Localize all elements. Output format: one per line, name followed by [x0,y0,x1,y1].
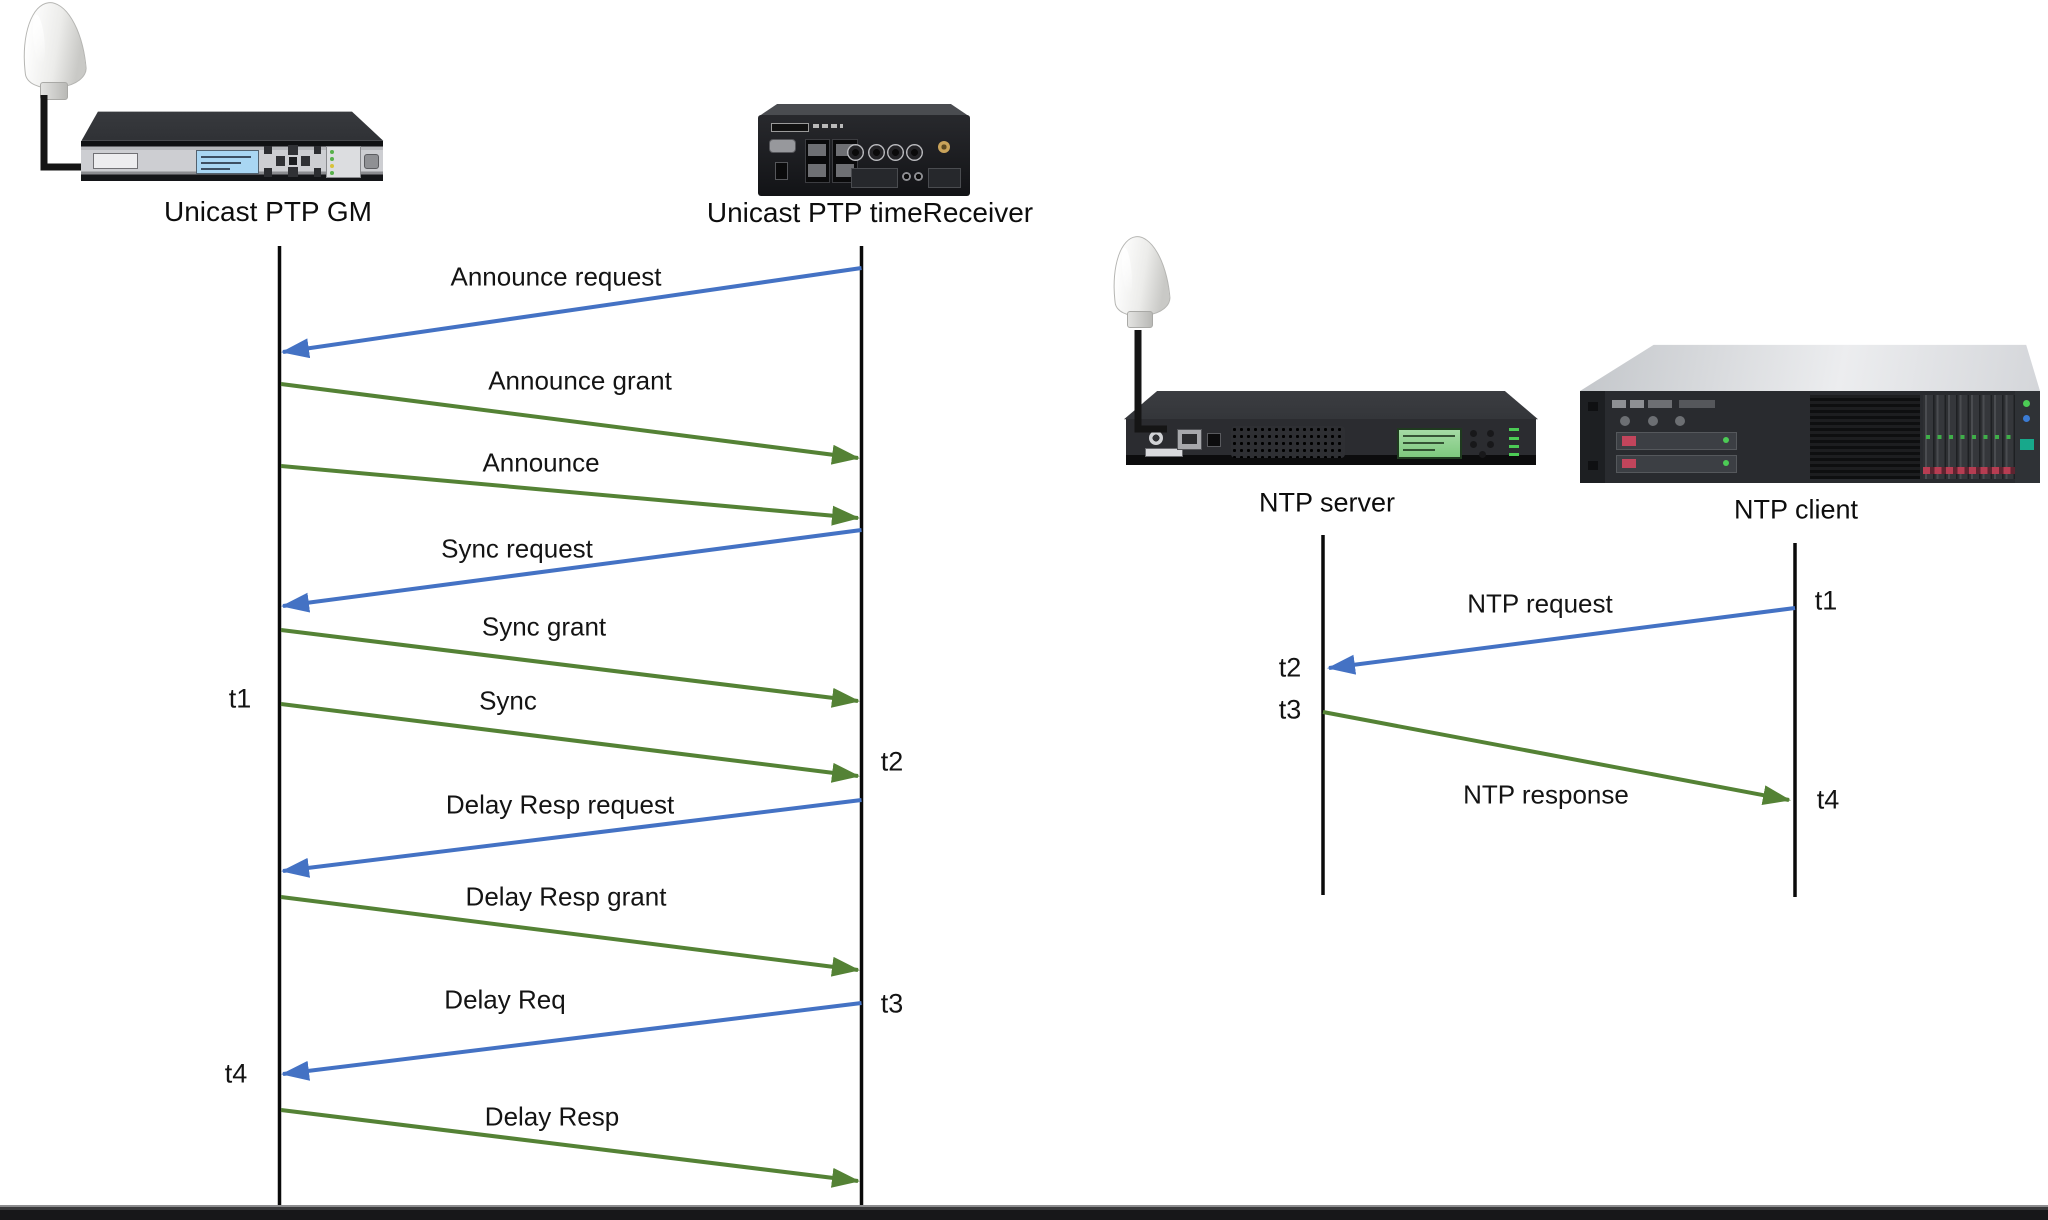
device-front-panel [758,115,970,196]
ventilation-grille [1810,394,1921,480]
drive-sled [1616,432,1737,451]
status-led [1509,444,1520,448]
timestamp-t4: t4 [224,1058,248,1089]
drive-sled [1616,454,1737,474]
keypad [264,144,322,178]
message-label-delay-resp: Delay Resp [484,1101,620,1132]
ptp-receiver-label: Unicast PTP timeReceiver [706,197,1034,228]
bnc-connector [847,144,865,162]
message-label-announce-request: Announce request [450,261,662,292]
message-label-delay-req: Delay Req [444,984,566,1015]
sfp-port-block [804,139,830,184]
terminal-block [927,168,962,189]
arrow-delay-resp [280,1108,860,1188]
terminal-block [851,168,898,189]
ptp-timereceiver-device-image [758,104,970,196]
arrow-announce-request [281,266,862,359]
arrow-sync-grant [280,628,860,708]
ventilation-grille [1230,425,1346,458]
timestamp-ntp-t4: t4 [1816,784,1840,815]
meinberg-logo [93,152,138,169]
keypad-button [1478,451,1486,459]
device-top-face [1580,344,2040,391]
serial-port [768,139,797,154]
arrow-sync [280,702,860,783]
arrow-ntp-response [1322,710,1791,806]
message-label-ntp-request: NTP request [1467,588,1613,619]
ntp-client-device-image [1580,342,2040,486]
keypad-button [1486,430,1494,438]
timestamp-ntp-t3: t3 [1278,694,1302,725]
bnc-connector [887,144,905,162]
lcd-display-green [1396,428,1463,459]
device-top-face [758,104,970,117]
arrow-delay-resp-request [281,798,862,878]
usb-port [774,161,788,181]
arrow-sync-request [281,528,862,613]
gps-antenna-icon [1106,232,1178,336]
message-label-delay-resp-grant: Delay Resp grant [465,881,667,912]
microsync-wordmark [813,123,843,128]
keypad-button [1470,441,1478,449]
status-led [1509,428,1520,432]
usb-port [1207,432,1222,447]
message-label-sync: Sync [479,685,537,716]
arrow-ntp-request [1327,606,1796,675]
drive-eject-tabs [1922,466,2015,475]
timestamp-t1: t1 [228,683,252,714]
ntp-server-device-image [1124,384,1538,472]
timestamp-ntp-t1: t1 [1814,585,1838,616]
ptp-gm-label: Unicast PTP GM [164,196,372,227]
antenna-cable [1134,330,1167,433]
ntp-client-label: NTP client [1733,494,1859,525]
message-label-sync-request: Sync request [441,533,593,564]
antenna-cable [40,95,81,171]
ntp-server-label: NTP server [1258,487,1396,518]
arrow-announce-grant [280,382,860,465]
meinberg-logo [770,123,809,133]
lcd-display-blue [196,149,259,175]
message-label-sync-grant: Sync grant [481,611,607,642]
arrow-delay-req [281,1001,862,1081]
model-label [1144,448,1184,457]
device-front-panel [1580,390,2040,484]
message-label-announce-grant: Announce grant [488,365,672,396]
device-front-panel [81,140,384,182]
device-top-face [81,111,384,141]
message-label-delay-resp-request: Delay Resp request [445,789,675,820]
status-led-panel [325,145,362,178]
arrow-announce [280,464,860,526]
keypad-button [1470,430,1478,438]
sma-antenna-connector [938,140,951,153]
round-connector [902,171,912,181]
rack-ear-left [1580,390,1606,484]
status-led [1509,453,1520,457]
arrow-delay-resp-grant [280,895,860,977]
bottom-divider-bar [0,1205,2048,1220]
round-connector [913,171,923,181]
message-label-ntp-response: NTP response [1463,779,1629,810]
timestamp-t2: t2 [880,746,904,777]
control-panel-area [1612,396,1810,477]
ptp-gm-device-image [55,103,385,189]
status-led [1509,436,1520,440]
bnc-connector [906,144,924,162]
timestamp-ntp-t2: t2 [1278,652,1302,683]
keypad-button [1486,441,1494,449]
device-front-panel [1126,419,1536,465]
ethernet-port [1177,429,1202,451]
drive-activity-leds [1922,435,2015,439]
device-top-face [1124,391,1538,420]
timestamp-t3: t3 [880,988,904,1019]
message-label-announce: Announce [482,447,600,478]
antenna-stem [1127,311,1153,328]
drive-bay-array [1922,394,2015,480]
logo-badge [1148,431,1163,446]
bnc-connector [868,144,886,162]
rack-ear-right [2014,390,2040,484]
serial-port [363,153,380,170]
